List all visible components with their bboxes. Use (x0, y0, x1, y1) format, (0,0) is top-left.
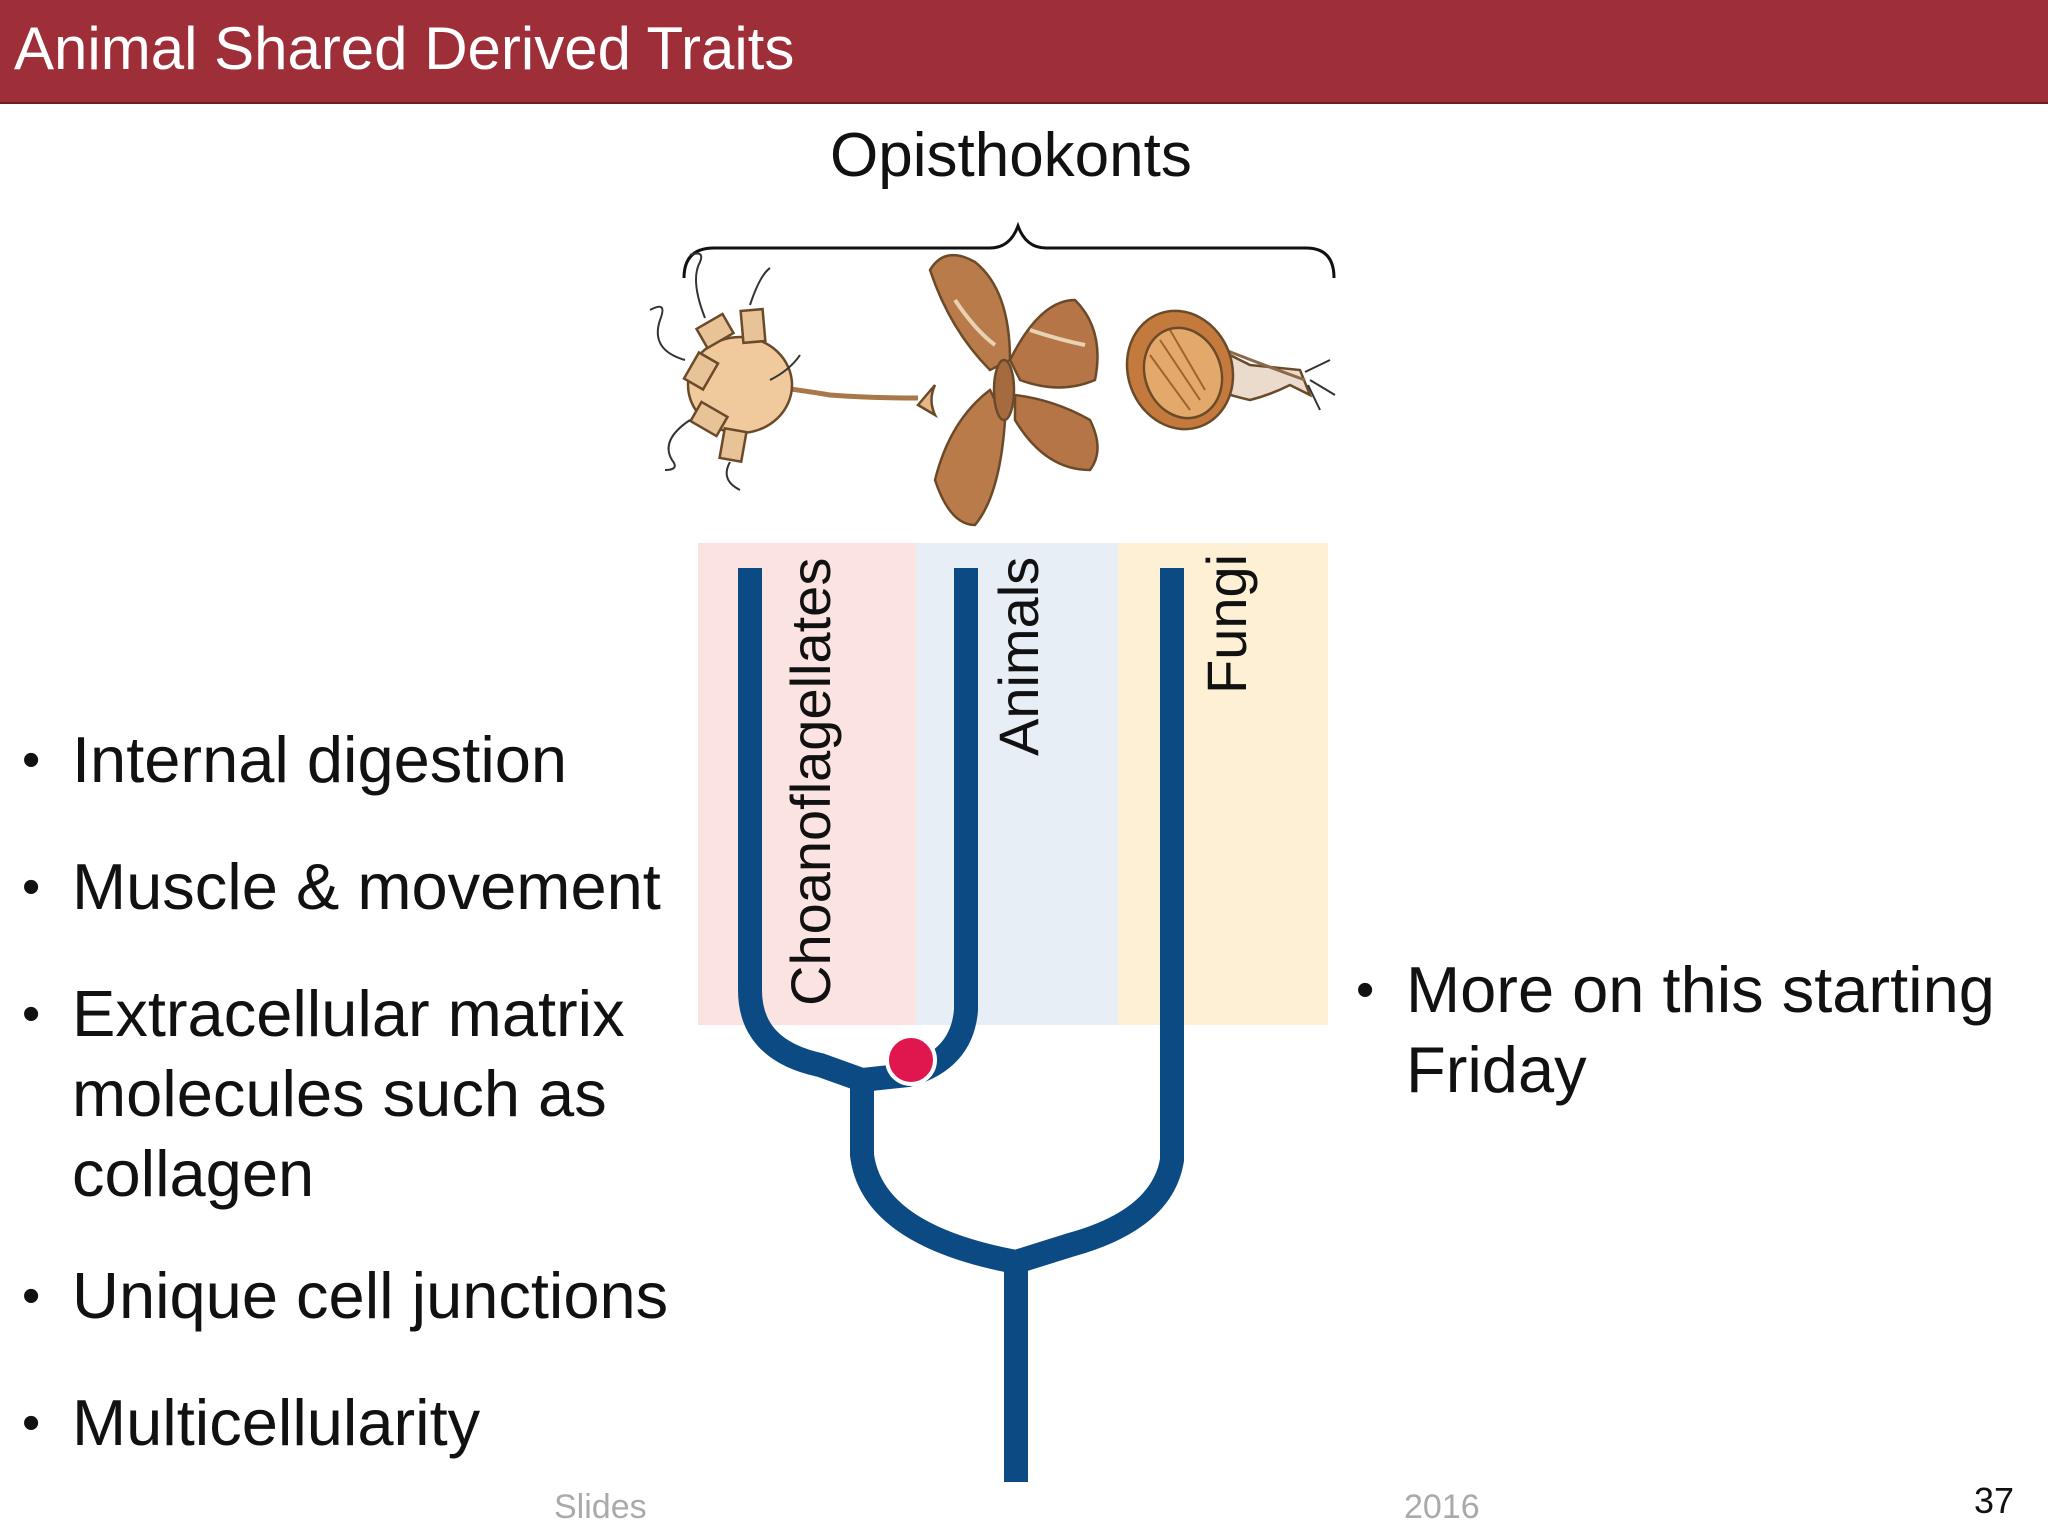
choanoflagellates-branch (738, 568, 867, 1092)
opisthokonts-brace (682, 221, 1336, 279)
choanoflagellate-illustration (649, 252, 938, 491)
taxon-label-animals: Animals (987, 556, 1050, 756)
trait-item: •Muscle & movement (22, 847, 712, 927)
trait-item: •Extracellular matrix molecules such as … (22, 974, 712, 1214)
fungi-branch (1012, 568, 1184, 1274)
footer-copyright-right: 2016 (1404, 1488, 1480, 1526)
clade-label-opisthokonts: Opisthokonts (830, 121, 1192, 190)
trait-item: •Multicellularity (22, 1383, 712, 1463)
trait-item: •Internal digestion (22, 720, 712, 800)
animals-panel (916, 543, 1118, 1025)
trait-text: Internal digestion (72, 723, 568, 796)
taxon-label-fungi: Fungi (1195, 553, 1258, 694)
note-item: •More on this starting Friday (1356, 950, 2036, 1110)
trait-text: Unique cell junctions (72, 1259, 669, 1332)
title-bar: Animal Shared Derived Traits (0, 0, 2048, 104)
choanoflagellates-panel (698, 543, 916, 1025)
choano-animal-stem (850, 1080, 1019, 1274)
moth-illustration (928, 253, 1099, 527)
fungi-panel (1118, 543, 1328, 1025)
mushroom-illustration (1125, 309, 1336, 431)
footer-copyright-left: Slides (554, 1488, 647, 1526)
slide-title: Animal Shared Derived Traits (14, 15, 795, 82)
note-text: More on this starting Friday (1406, 953, 1995, 1106)
trait-text: Extracellular matrix molecules such as c… (72, 977, 625, 1210)
trait-text: Multicellularity (72, 1386, 481, 1459)
slide-number: 37 (1974, 1480, 2015, 1521)
trait-text: Muscle & movement (72, 850, 661, 923)
taxon-label-choanoflagellates: Choanoflagellates (779, 557, 842, 1006)
animal-synapomorphy-dot (885, 1034, 937, 1086)
trait-item: •Unique cell junctions (22, 1256, 712, 1336)
